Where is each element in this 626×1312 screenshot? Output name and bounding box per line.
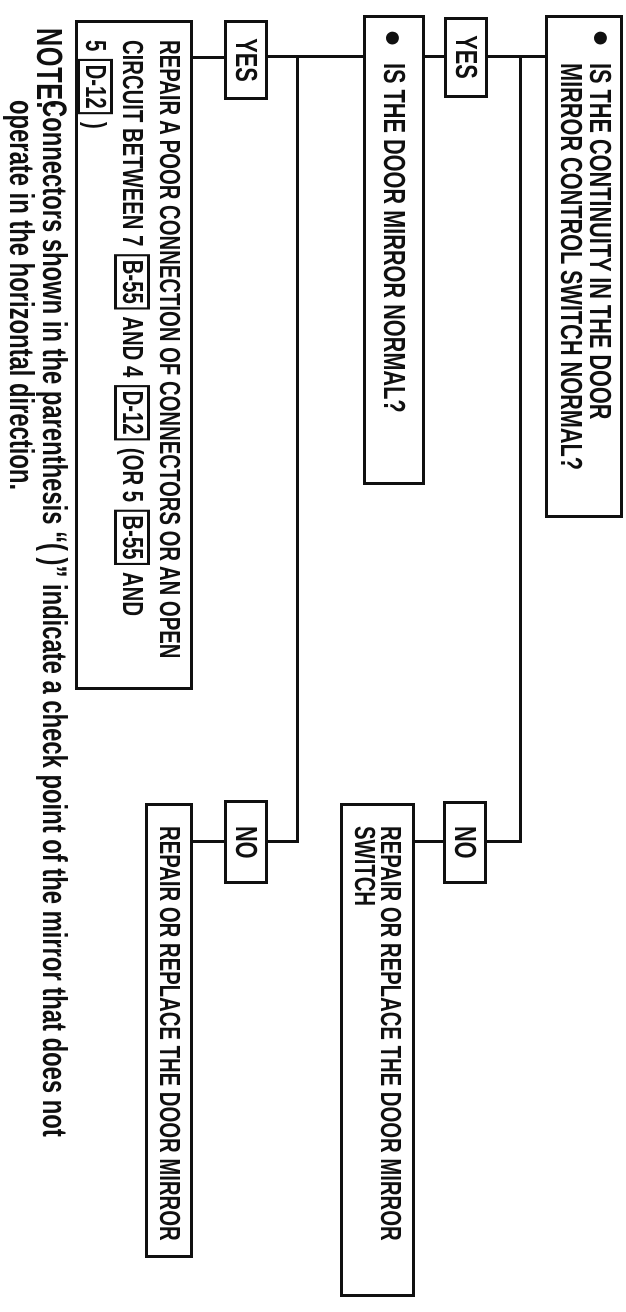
remedy-line: REPAIR OR REPLACE THE DOOR MIRROR <box>374 826 406 1241</box>
no-label: NO <box>448 826 483 859</box>
question-line: IS THE CONTINUITY IN THE DOOR <box>583 63 618 420</box>
remedy-connection-text: REPAIR A POOR CONNECTION OF CONNECTORS O… <box>76 23 190 687</box>
remedy-line: CIRCUIT BETWEEN 7 B-55 AND 4 D-12 (OR 5 … <box>114 40 150 616</box>
connector-tag: B-55 <box>114 509 150 566</box>
connector-line <box>268 55 363 58</box>
no-box-2: NO <box>224 800 268 884</box>
question-box-mirror: ● IS THE DOOR MIRROR NORMAL? <box>363 15 425 485</box>
connector-line <box>488 55 545 58</box>
remedy-line: 5 D-12 ) <box>77 40 113 129</box>
connector-tag: B-55 <box>114 254 150 310</box>
connector-line <box>268 840 299 843</box>
yes-box-1: YES <box>444 17 488 98</box>
note-text: Connectors shown in the parenthesis “( )… <box>2 100 73 1312</box>
yes-label: YES <box>449 35 484 80</box>
question-line: MIRROR CONTROL SWITCH NORMAL? <box>554 63 589 471</box>
no-label: NO <box>229 825 264 859</box>
note-line: operate in the horizontal direction. <box>2 100 40 491</box>
remedy-line: REPAIR OR REPLACE THE DOOR MIRROR <box>153 826 186 1241</box>
yes-label: YES <box>229 38 264 82</box>
connector-line <box>425 55 444 58</box>
yes-box-2: YES <box>224 20 268 100</box>
question-mirror-text: IS THE DOOR MIRROR NORMAL? <box>376 18 412 562</box>
connector-line <box>193 840 224 843</box>
connector-tag: D-12 <box>114 384 150 441</box>
remedy-mirror-text: REPAIR OR REPLACE THE DOOR MIRROR <box>153 806 186 1312</box>
note-line: Connectors shown in the parenthesis “( )… <box>35 100 73 1137</box>
remedy-box-switch: REPAIR OR REPLACE THE DOOR MIRROR SWITCH <box>340 803 415 1297</box>
remedy-line: SWITCH <box>348 826 380 907</box>
question-continuity-text: IS THE CONTINUITY IN THE DOOR MIRROR CON… <box>554 18 620 515</box>
connector-line <box>296 56 299 843</box>
connector-tag: D-12 <box>77 59 113 115</box>
note-label: NOTE: <box>29 28 70 110</box>
connector-line <box>519 55 522 843</box>
remedy-line: REPAIR A POOR CONNECTION OF CONNECTORS O… <box>153 40 185 659</box>
remedy-switch-text: REPAIR OR REPLACE THE DOOR MIRROR SWITCH <box>348 806 412 1294</box>
question-line: IS THE DOOR MIRROR NORMAL? <box>377 63 412 413</box>
bullet-icon: ● <box>585 29 618 48</box>
connector-line <box>193 56 224 59</box>
remedy-box-connection: REPAIR A POOR CONNECTION OF CONNECTORS O… <box>75 20 193 690</box>
remedy-box-mirror: REPAIR OR REPLACE THE DOOR MIRROR <box>145 803 193 1258</box>
connector-line <box>487 840 522 843</box>
no-box-1: NO <box>443 801 487 884</box>
bullet-icon: ● <box>377 29 410 48</box>
connector-line <box>415 840 443 843</box>
question-box-continuity: ● IS THE CONTINUITY IN THE DOOR MIRROR C… <box>545 15 623 518</box>
